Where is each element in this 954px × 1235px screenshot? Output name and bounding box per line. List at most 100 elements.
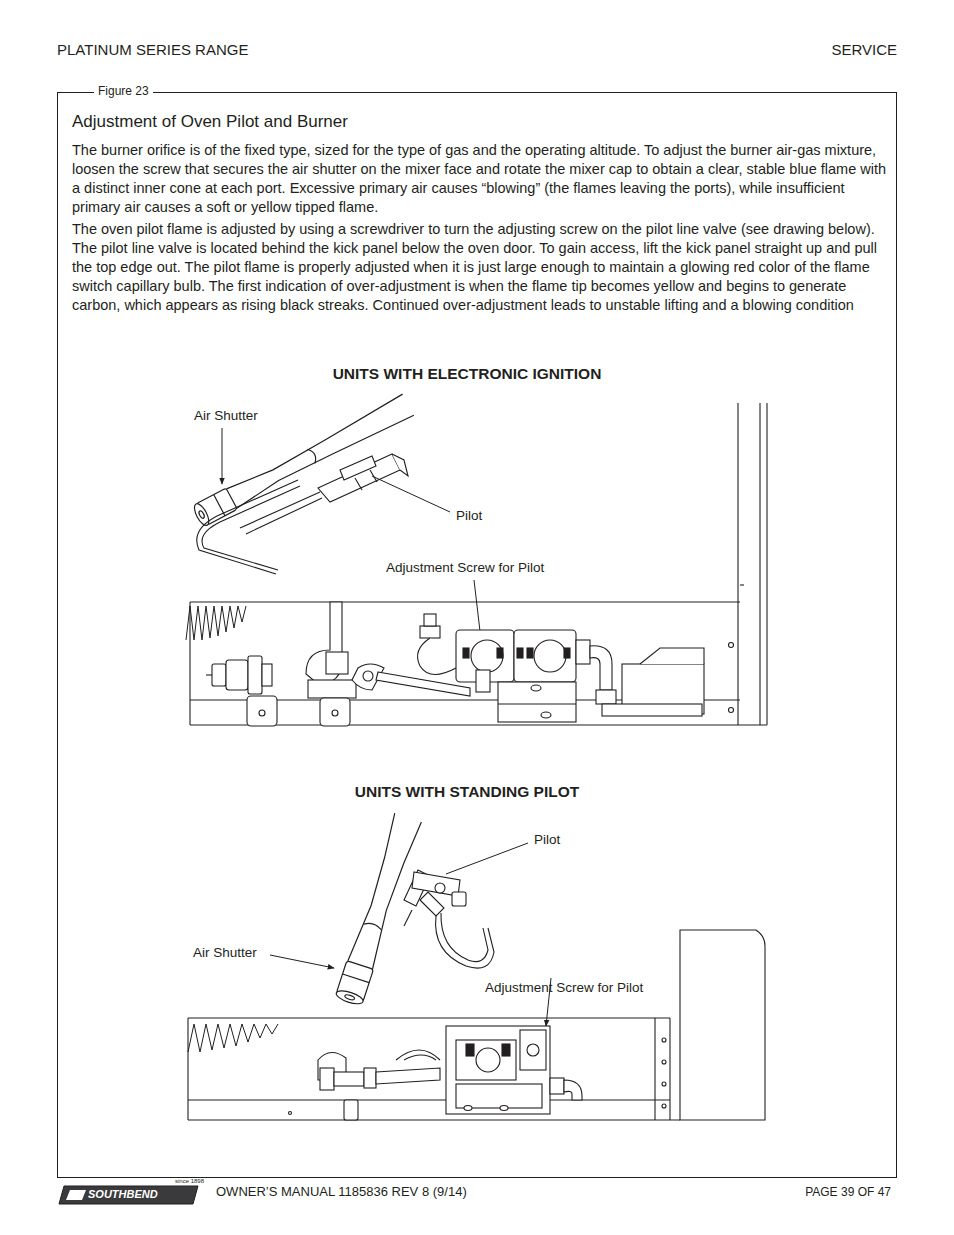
gas-fittings-part	[364, 1068, 376, 1088]
pilot-assembly-part	[420, 892, 444, 916]
burner-tube-part-part	[335, 988, 365, 1006]
compartment-frame-part	[189, 602, 190, 725]
burner-tube-part-part	[347, 813, 401, 962]
leader-line	[446, 843, 528, 874]
pilot-bracket	[318, 454, 408, 502]
pilot-assembly-part	[452, 892, 466, 906]
pilot-bracket-part	[392, 454, 408, 476]
gas-fittings-part	[259, 710, 265, 716]
compartment-frame-part	[669, 1018, 670, 1120]
gas-fittings-part	[418, 638, 456, 675]
flex-coil	[186, 606, 246, 640]
gas-fittings-part	[517, 648, 523, 658]
callout-label: Pilot	[456, 508, 482, 524]
gas-fittings-part	[326, 652, 348, 674]
compartment-frame-part	[740, 584, 744, 585]
gas-fittings-part	[363, 671, 373, 681]
running-header: PLATINUM SERIES RANGE	[57, 41, 248, 58]
gas-fittings-part	[344, 1100, 358, 1120]
flex-coil-part	[188, 1024, 278, 1052]
compartment-frame-part	[729, 708, 734, 713]
compartment-frame-part	[662, 1082, 666, 1086]
burner-tube-part-part	[198, 510, 205, 519]
gas-fittings-part	[404, 1055, 436, 1060]
callout-label: Pilot	[534, 832, 560, 848]
compartment-frame-part	[187, 1018, 188, 1120]
body-paragraph: The oven pilot flame is adjusted by usin…	[72, 220, 894, 315]
gas-fittings-part	[320, 1068, 334, 1090]
gas-fittings-part	[502, 1044, 510, 1056]
leader-line	[270, 955, 334, 968]
gas-fittings-part	[420, 626, 440, 638]
compartment-frame-part	[289, 1112, 292, 1115]
gas-fittings-part	[534, 640, 566, 672]
section-heading: Adjustment of Oven Pilot and Burner	[72, 112, 892, 132]
pilot-bracket-part	[355, 478, 362, 490]
gas-fittings-part	[498, 682, 576, 722]
gas-fittings	[206, 602, 704, 726]
pilot-assembly-part	[404, 910, 412, 926]
gas-fittings	[318, 1026, 582, 1120]
burner-tube-part-part	[214, 495, 225, 516]
gas-fittings-part	[514, 630, 576, 682]
compartment-frame-part	[190, 601, 740, 602]
gas-fittings-part	[212, 664, 226, 686]
pilot-tubing-part	[436, 916, 494, 968]
burner-tube-part-part	[192, 502, 212, 528]
gas-fittings-part	[476, 670, 490, 692]
flex-coil	[188, 1024, 278, 1052]
compartment-frame-part	[662, 1038, 666, 1042]
gas-fittings-part	[550, 1078, 564, 1094]
leader-line	[222, 428, 223, 484]
callout-label: Air Shutter	[194, 408, 258, 424]
running-header: SERVICE	[831, 41, 897, 58]
pilot-tubing-part	[240, 492, 320, 528]
compartment-frame-part	[188, 1099, 670, 1100]
gas-fittings-part	[334, 1072, 364, 1086]
gas-fittings-part	[376, 1068, 440, 1084]
brand-tagline: since 1898	[175, 1178, 204, 1185]
figure-number: Figure 23	[94, 84, 153, 98]
pilot-tubing-part	[197, 480, 298, 574]
pilot-tubing-part	[441, 913, 488, 962]
brand-logo-part	[66, 1190, 86, 1200]
footer-text: OWNER’S MANUAL 1185836 REV 8 (9/14)	[216, 1185, 467, 1200]
brand-name: SOUTHBEND	[88, 1188, 158, 1201]
gas-fittings-part	[564, 1080, 582, 1100]
compartment-frame-part	[737, 403, 738, 725]
gas-fittings-part	[527, 648, 533, 658]
gas-fittings-part	[471, 640, 503, 672]
gas-fittings-part	[226, 660, 248, 690]
gas-fittings-part	[564, 648, 570, 658]
gas-fittings-part	[596, 690, 616, 704]
gas-fittings-part	[541, 712, 551, 718]
gas-fittings-part	[248, 656, 262, 694]
gas-fittings-part	[602, 704, 702, 716]
compartment-frame-part	[188, 1119, 680, 1120]
body-paragraph: The burner orifice is of the fixed type,…	[72, 141, 894, 217]
compartment-frame-part	[759, 403, 760, 725]
burner-tube-part-part	[234, 410, 413, 509]
burner-tube	[335, 813, 422, 1006]
burner-tube-part-part	[343, 974, 370, 983]
brand-logo	[59, 1186, 198, 1204]
gas-fittings-part	[500, 1106, 508, 1111]
gas-fittings-part	[590, 646, 612, 690]
figure-frame: Figure 23Adjustment of Oven Pilot and Bu…	[57, 92, 897, 1178]
gas-fittings-part	[463, 648, 469, 658]
flex-coil-part	[186, 606, 246, 640]
pilot-tubing	[197, 480, 322, 574]
gas-fittings-part	[476, 1048, 500, 1072]
burner-tube-part-part	[344, 994, 355, 1001]
gas-fittings-part	[262, 664, 272, 686]
compartment-frame-part	[654, 1018, 655, 1120]
gas-fittings-part	[332, 710, 338, 716]
callout-label: Air Shutter	[193, 945, 257, 961]
gas-fittings-part	[520, 1030, 546, 1070]
gas-fittings-part	[308, 680, 356, 698]
pilot-assembly	[404, 870, 466, 926]
pilot-bracket-part	[370, 470, 377, 482]
gas-fittings-part	[531, 685, 541, 691]
gas-fittings-part	[498, 703, 576, 704]
gas-fittings-part	[497, 648, 503, 658]
